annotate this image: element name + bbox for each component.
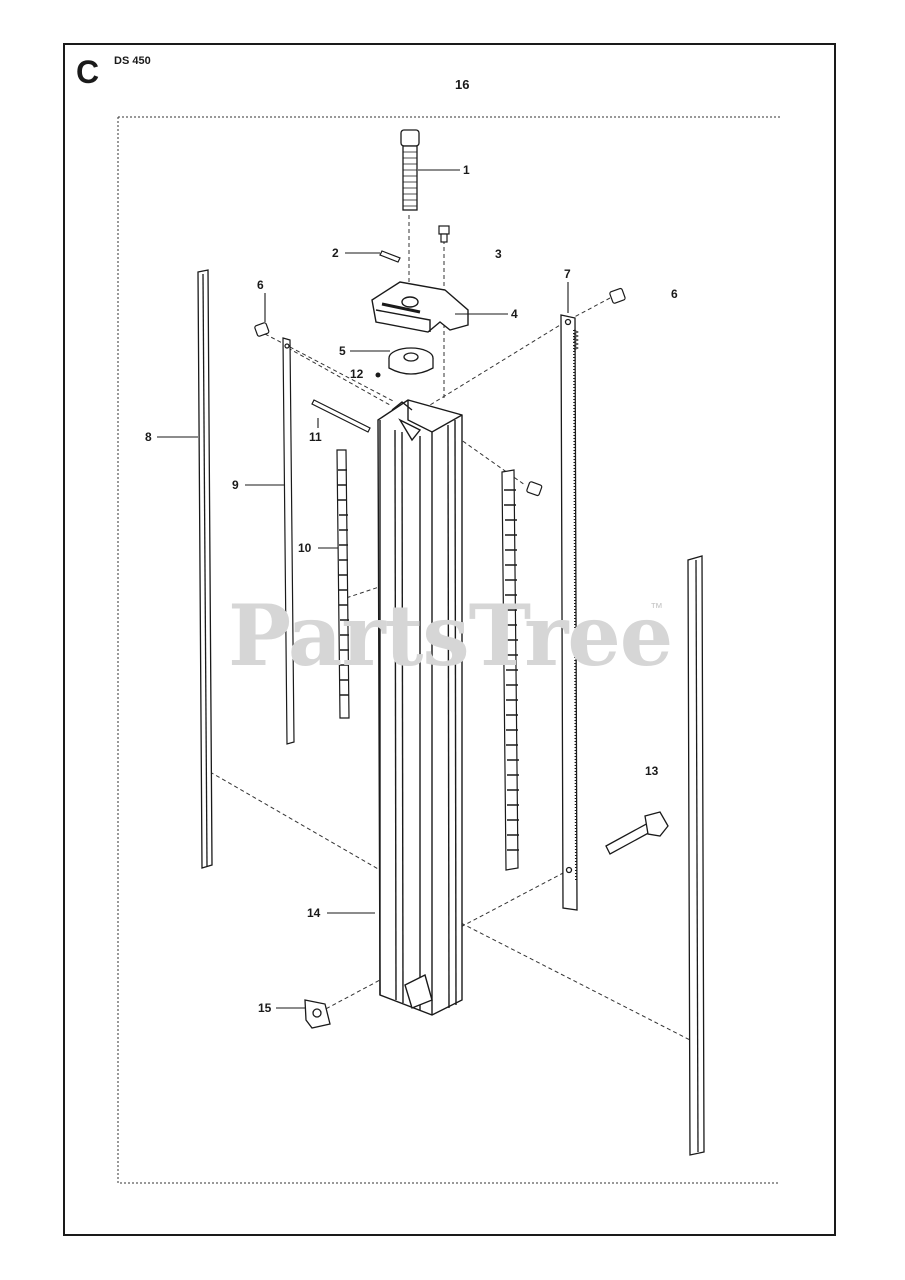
part-8-rail [197, 269, 213, 869]
callout-3: 3 [495, 247, 502, 261]
part-15-nut [304, 999, 331, 1029]
part-2-pin [379, 250, 401, 263]
callout-8: 8 [145, 430, 152, 444]
callout-14: 14 [307, 906, 321, 920]
group-number: 16 [455, 77, 470, 92]
part-7-rack [560, 314, 579, 911]
part-10-scale [336, 449, 350, 719]
callout-15: 15 [258, 1001, 272, 1015]
watermark: PartsTree [228, 586, 673, 685]
callout-7: 7 [564, 267, 571, 281]
part-14-column [377, 399, 463, 1016]
part-12-ball [375, 372, 381, 378]
callout-1: 1 [463, 163, 470, 177]
right-rail [687, 555, 705, 1156]
callout-5: 5 [339, 344, 346, 358]
part-11-pin [311, 399, 371, 433]
callout-4: 4 [511, 307, 518, 321]
part-4-top-cap [371, 281, 469, 333]
callout-6-right: 6 [671, 287, 678, 301]
part-3-screw [438, 225, 450, 243]
part-6-screw-left [254, 322, 270, 337]
rack-strip [501, 469, 519, 871]
part-1-knob [400, 129, 420, 211]
part-5-bushing [388, 347, 434, 375]
watermark-tm: ™ [650, 600, 663, 615]
part-9-strip [282, 337, 295, 745]
part-6-screw-right [609, 287, 626, 304]
section-letter: C [76, 54, 100, 90]
leader-lines [157, 169, 569, 1009]
assembly-boundary [117, 116, 780, 1184]
callout-2: 2 [332, 246, 339, 260]
callout-9: 9 [232, 478, 239, 492]
screw-mid-right [526, 481, 543, 497]
callout-11: 11 [309, 430, 322, 444]
model-name: DS 450 [114, 55, 151, 67]
callout-12: 12 [350, 367, 364, 381]
callout-6-left: 6 [257, 278, 264, 292]
callout-13: 13 [645, 764, 659, 778]
part-13-bolt [605, 811, 669, 855]
callout-10: 10 [298, 541, 312, 555]
page-frame [63, 43, 836, 1236]
